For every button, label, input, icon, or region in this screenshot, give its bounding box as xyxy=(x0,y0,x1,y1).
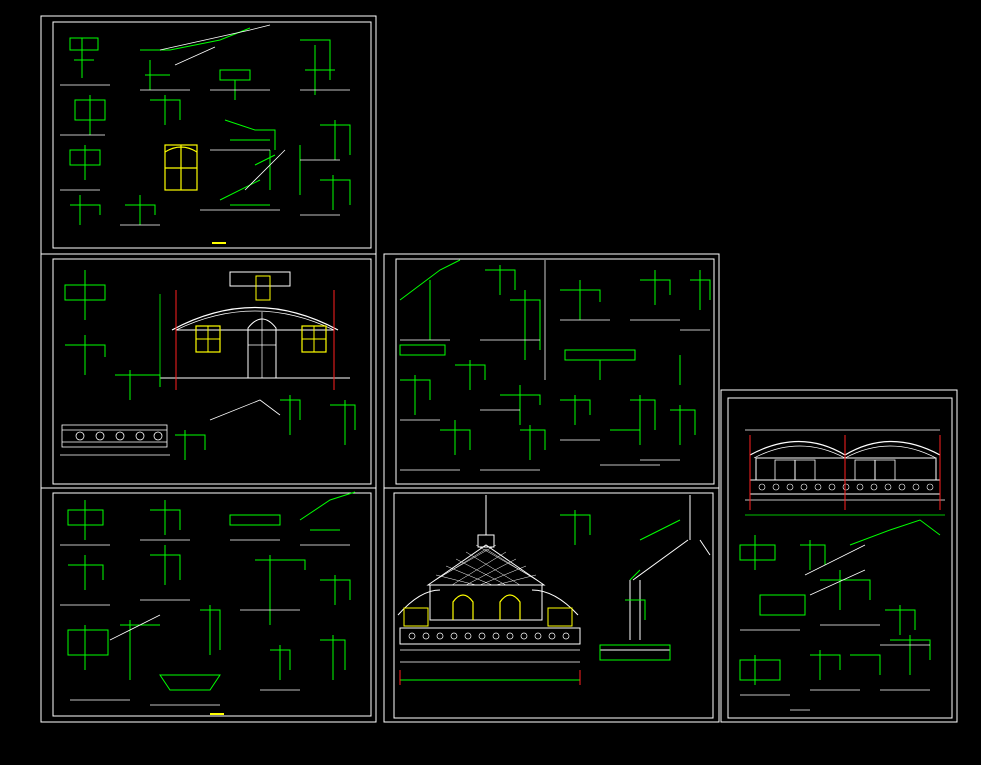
elevation-arched-roof xyxy=(159,271,350,390)
elevation-pyramid-roof xyxy=(397,495,581,685)
sheet-outer-border xyxy=(40,487,377,723)
sheet-inner-frame xyxy=(52,258,372,485)
detail-group xyxy=(64,270,356,460)
detail-lines-white xyxy=(400,260,710,471)
detail-group xyxy=(739,519,941,685)
detail-group xyxy=(69,27,351,225)
sheet-outer-border xyxy=(383,487,720,723)
sheet-inner-frame xyxy=(52,492,372,717)
detail-lines-white xyxy=(60,539,350,706)
detail-group xyxy=(399,259,711,460)
sheet-outer-border xyxy=(720,389,958,723)
drawing-sheet-6[interactable] xyxy=(720,389,958,723)
balustrade-elevation xyxy=(60,424,170,456)
drawing-sheet-4[interactable] xyxy=(383,253,720,489)
drawing-sheet-5[interactable] xyxy=(383,487,720,723)
window-elevation xyxy=(164,144,198,191)
scale-bar xyxy=(210,713,224,715)
detail-lines-white xyxy=(60,24,350,226)
detail-group xyxy=(560,510,681,661)
drawing-sheet-1[interactable] xyxy=(40,15,377,255)
detail-lines-white xyxy=(740,544,930,711)
sheet-inner-frame xyxy=(727,397,953,719)
section-line xyxy=(209,399,281,421)
sheet-inner-frame xyxy=(393,492,714,719)
elevation-double-arch xyxy=(745,429,945,516)
drawing-sheet-3[interactable] xyxy=(40,487,377,723)
wall-section-detail xyxy=(600,495,711,651)
scale-bar xyxy=(212,242,226,244)
detail-group xyxy=(67,491,356,691)
sheet-inner-frame xyxy=(52,21,372,249)
sheet-inner-frame xyxy=(395,258,715,485)
